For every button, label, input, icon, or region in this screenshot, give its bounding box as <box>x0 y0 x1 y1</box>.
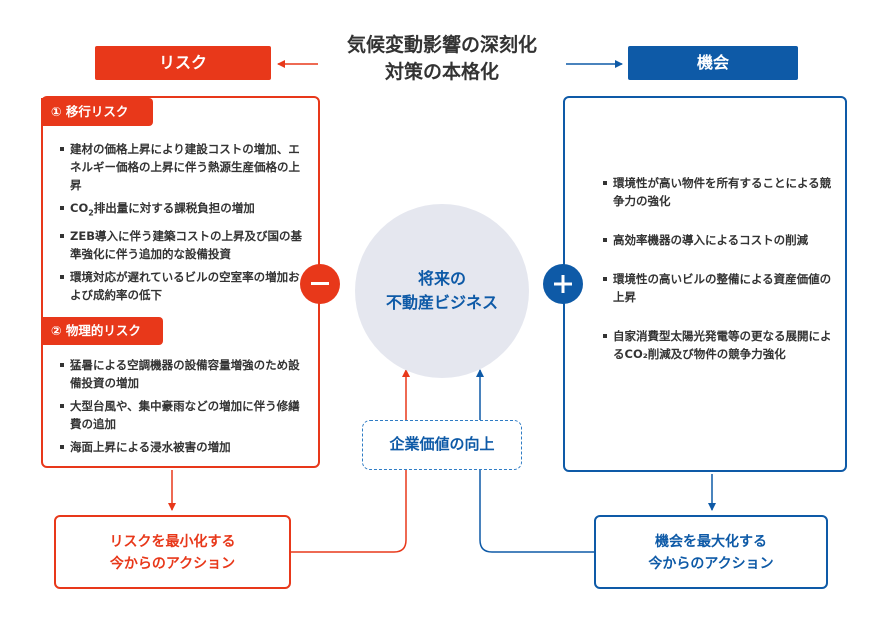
physical-risk-list: 猛暑による空調機器の設備容量増強のため設備投資の増加 大型台風や、集中豪雨などの… <box>60 356 310 461</box>
risk-panel <box>41 96 320 468</box>
list-item: ZEB導入に伴う建築コストの上昇及び国の基準強化に伴う追加的な設備投資 <box>60 227 310 263</box>
transition-risk-list: 建材の価格上昇により建設コストの増加、エネルギー価格の上昇に伴う熱源生産価格の上… <box>60 140 310 309</box>
arrow-opp-action-to-center <box>476 369 594 553</box>
list-item-text: 排出量に対する課税負担の増加 <box>93 201 255 215</box>
physical-risk-tag: ② 物理的リスク <box>41 317 163 345</box>
opportunity-action-line2: 今からのアクション <box>648 556 774 572</box>
transition-risk-tag: ① 移行リスク <box>41 98 153 126</box>
opportunity-action-line1: 機会を最大化する <box>655 534 767 550</box>
list-item: CO2排出量に対する課税負担の増加 <box>60 199 310 222</box>
header-title: 気候変動影響の深刻化 対策の本格化 <box>310 32 574 86</box>
opportunity-action-box: 機会を最大化する 今からのアクション <box>594 515 828 589</box>
risk-action-line1: リスクを最小化する <box>109 534 236 550</box>
list-item: 猛暑による空調機器の設備容量増強のため設備投資の増加 <box>60 356 310 392</box>
minus-icon <box>300 264 340 304</box>
arrow-risk-action-to-center <box>291 369 410 553</box>
header-title-line1: 気候変動影響の深刻化 <box>346 34 537 56</box>
list-item: 環境性の高いビルの整備による資産価値の上昇 <box>603 270 839 306</box>
list-item: 自家消費型太陽光発電等の更なる展開によるCO₂削減及び物件の競争力強化 <box>603 327 839 363</box>
opportunity-panel <box>563 96 847 472</box>
circle-line2: 不動産ビジネス <box>385 293 498 312</box>
list-item: 高効率機器の導入によるコストの削減 <box>603 231 839 249</box>
risk-action-line2: 今からのアクション <box>109 556 236 572</box>
list-item: 建材の価格上昇により建設コストの増加、エネルギー価格の上昇に伴う熱源生産価格の上… <box>60 140 310 194</box>
risk-label: リスク <box>95 46 271 80</box>
plus-icon <box>543 264 583 304</box>
future-business-circle: 将来の 不動産ビジネス <box>355 204 529 378</box>
opportunity-list: 環境性が高い物件を所有することによる競争力の強化 高効率機器の導入によるコストの… <box>603 174 839 384</box>
list-item: 海面上昇による浸水被害の増加 <box>60 438 310 456</box>
circle-line1: 将来の <box>417 269 466 288</box>
list-item: 環境対応が遅れているビルの空室率の増加および成約率の低下 <box>60 268 310 304</box>
header-title-line2: 対策の本格化 <box>384 61 499 83</box>
opportunity-label: 機会 <box>628 46 798 80</box>
corporate-value-box: 企業価値の向上 <box>362 420 522 470</box>
list-item: 大型台風や、集中豪雨などの増加に伴う修繕費の追加 <box>60 397 310 433</box>
list-item: 環境性が高い物件を所有することによる競争力の強化 <box>603 174 839 210</box>
risk-action-box: リスクを最小化する 今からのアクション <box>54 515 291 589</box>
